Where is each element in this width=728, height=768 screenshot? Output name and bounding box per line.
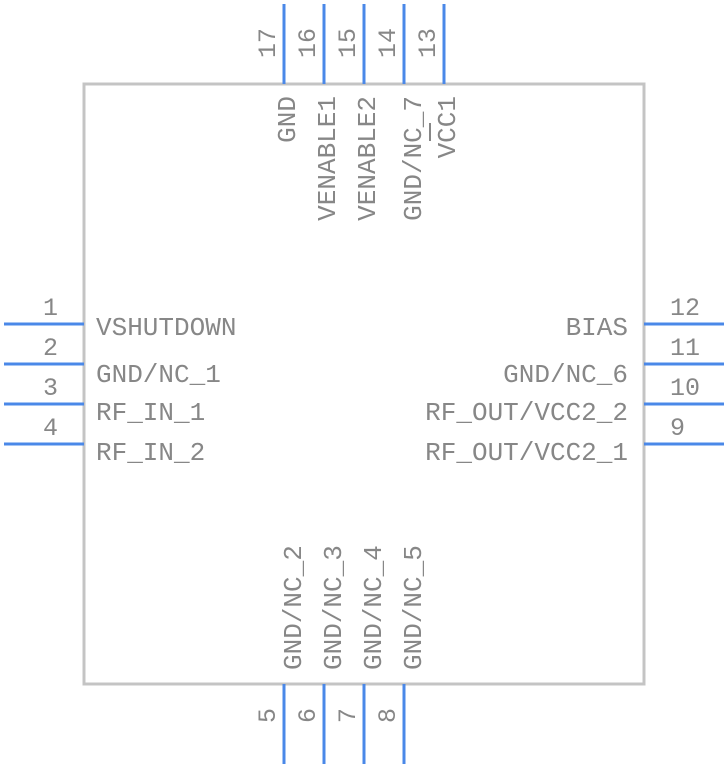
pin-9-label: RF_OUT/VCC2_1	[425, 438, 628, 468]
pin-1-label: VSHUTDOWN	[96, 313, 236, 343]
pin-13-number: 13	[414, 28, 443, 58]
pin-3-label: RF_IN_1	[96, 398, 205, 428]
pin-6-label: GND/NC_3	[319, 545, 349, 670]
pin-13-label: VCC1	[433, 96, 463, 158]
pin-2-number: 2	[43, 334, 58, 363]
pin-16-label: VENABLE1	[313, 96, 343, 221]
pin-10-label: RF_OUT/VCC2_2	[425, 398, 628, 428]
pin-14-number: 14	[374, 28, 403, 58]
pin-7-label: GND/NC_4	[359, 545, 389, 670]
bottom-pins: 5 GND/NC_2 6 GND/NC_3 7 GND/NC_4 8 GND/N…	[254, 545, 429, 764]
pin-8-number: 8	[374, 708, 403, 723]
pin-17-number: 17	[254, 28, 283, 58]
pin-7-number: 7	[334, 708, 363, 723]
pin-4-number: 4	[43, 414, 58, 443]
pin-10-number: 10	[670, 374, 700, 403]
left-pins: 1 VSHUTDOWN 2 GND/NC_1 3 RF_IN_1 4 RF_IN…	[4, 294, 236, 468]
pin-15-number: 15	[334, 28, 363, 58]
pin-5-label: GND/NC_2	[279, 545, 309, 670]
pin-8-label: GND/NC_5	[399, 545, 429, 670]
pin-4-label: RF_IN_2	[96, 438, 205, 468]
pin-5-number: 5	[254, 708, 283, 723]
pin-11-label: GND/NC_6	[503, 360, 628, 390]
pin-12-label: BIAS	[566, 313, 628, 343]
pin-15-label: VENABLE2	[353, 96, 383, 221]
pin-12-number: 12	[670, 294, 700, 323]
top-pins: 17 GND 16 VENABLE1 15 VENABLE2 14 GND/NC…	[254, 4, 463, 221]
pin-14-label: GND/NC_7	[399, 96, 429, 221]
pin-16-number: 16	[294, 28, 323, 58]
pin-1-number: 1	[43, 294, 58, 323]
pin-9-number: 9	[670, 414, 685, 443]
pin-6-number: 6	[294, 708, 323, 723]
pin-11-number: 11	[670, 334, 700, 363]
pin-2-label: GND/NC_1	[96, 360, 221, 390]
pin-17-label: GND	[273, 96, 303, 143]
pin-3-number: 3	[43, 374, 58, 403]
right-pins: 12 BIAS 11 GND/NC_6 10 RF_OUT/VCC2_2 9 R…	[425, 294, 724, 468]
